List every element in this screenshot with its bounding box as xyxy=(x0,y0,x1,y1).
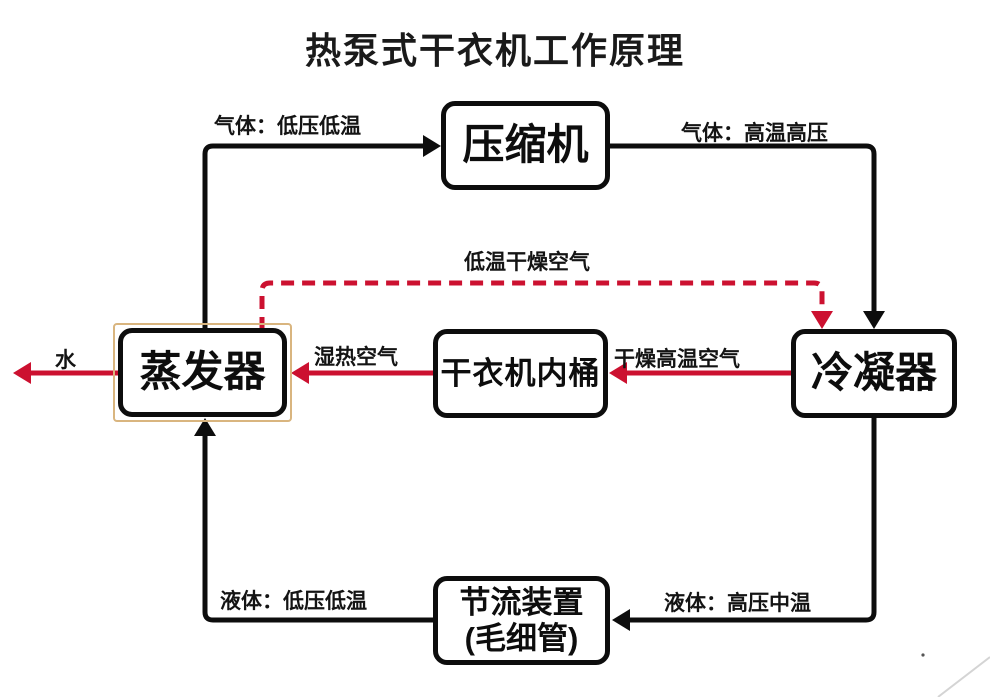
arrowhead-into-drum xyxy=(609,362,627,384)
edge-label-dry-hot-air: 干燥高温空气 xyxy=(614,348,740,371)
pipe-evaporator-to-compressor xyxy=(202,143,426,330)
pipe-condenser-to-throttle xyxy=(630,416,877,623)
node-condenser: 冷凝器 xyxy=(791,329,957,418)
edge-label-wet-hot-air: 湿热空气 xyxy=(314,346,398,369)
edge-label-dry-cool-air: 低温干燥空气 xyxy=(464,251,590,274)
evaporator-highlight-outline xyxy=(113,323,292,422)
arrowhead-into-condenser xyxy=(863,311,885,329)
edge-label-liquid-high-pressure: 液体：高压中温 xyxy=(664,592,811,615)
node-dryer-drum-label: 干衣机内桶 xyxy=(440,355,601,391)
node-dryer-drum: 干衣机内桶 xyxy=(433,329,608,418)
artifact-diagonal-line xyxy=(937,656,990,697)
edge-label-gas-low-pressure: 气体：低压低温 xyxy=(214,115,361,138)
node-evaporator: 蒸发器 xyxy=(118,328,287,417)
arrowhead-into-evaporator-air xyxy=(291,362,309,384)
arrowhead-dashed-into-condenser xyxy=(811,311,833,329)
edge-label-liquid-low-pressure: 液体：低压低温 xyxy=(220,590,367,613)
edge-label-water: 水 xyxy=(55,349,76,372)
edge-label-gas-high-pressure: 气体：高温高压 xyxy=(681,122,828,145)
arrowhead-into-compressor xyxy=(423,135,441,157)
node-throttle-label-line1: 节流装置 xyxy=(459,584,584,620)
node-throttle-label-line2: (毛细管) xyxy=(464,620,579,656)
pipe-throttle-to-evaporator xyxy=(202,434,433,623)
node-compressor: 压缩机 xyxy=(441,101,610,190)
artifact-dot xyxy=(921,653,925,657)
node-evaporator-label: 蒸发器 xyxy=(139,348,266,396)
node-compressor-label: 压缩机 xyxy=(462,121,589,169)
node-throttle-device: 节流装置 (毛细管) xyxy=(433,576,610,665)
arrowhead-into-throttle xyxy=(612,609,630,631)
pipe-compressor-to-condenser xyxy=(610,143,877,313)
pipe-dry-air-evaporator-to-condenser-dashed xyxy=(259,280,825,330)
diagram-title: 热泵式干衣机工作原理 xyxy=(304,30,685,71)
arrowhead-water-left xyxy=(13,362,31,384)
node-condenser-label: 冷凝器 xyxy=(810,349,937,397)
arrowhead-into-evaporator xyxy=(194,418,216,436)
